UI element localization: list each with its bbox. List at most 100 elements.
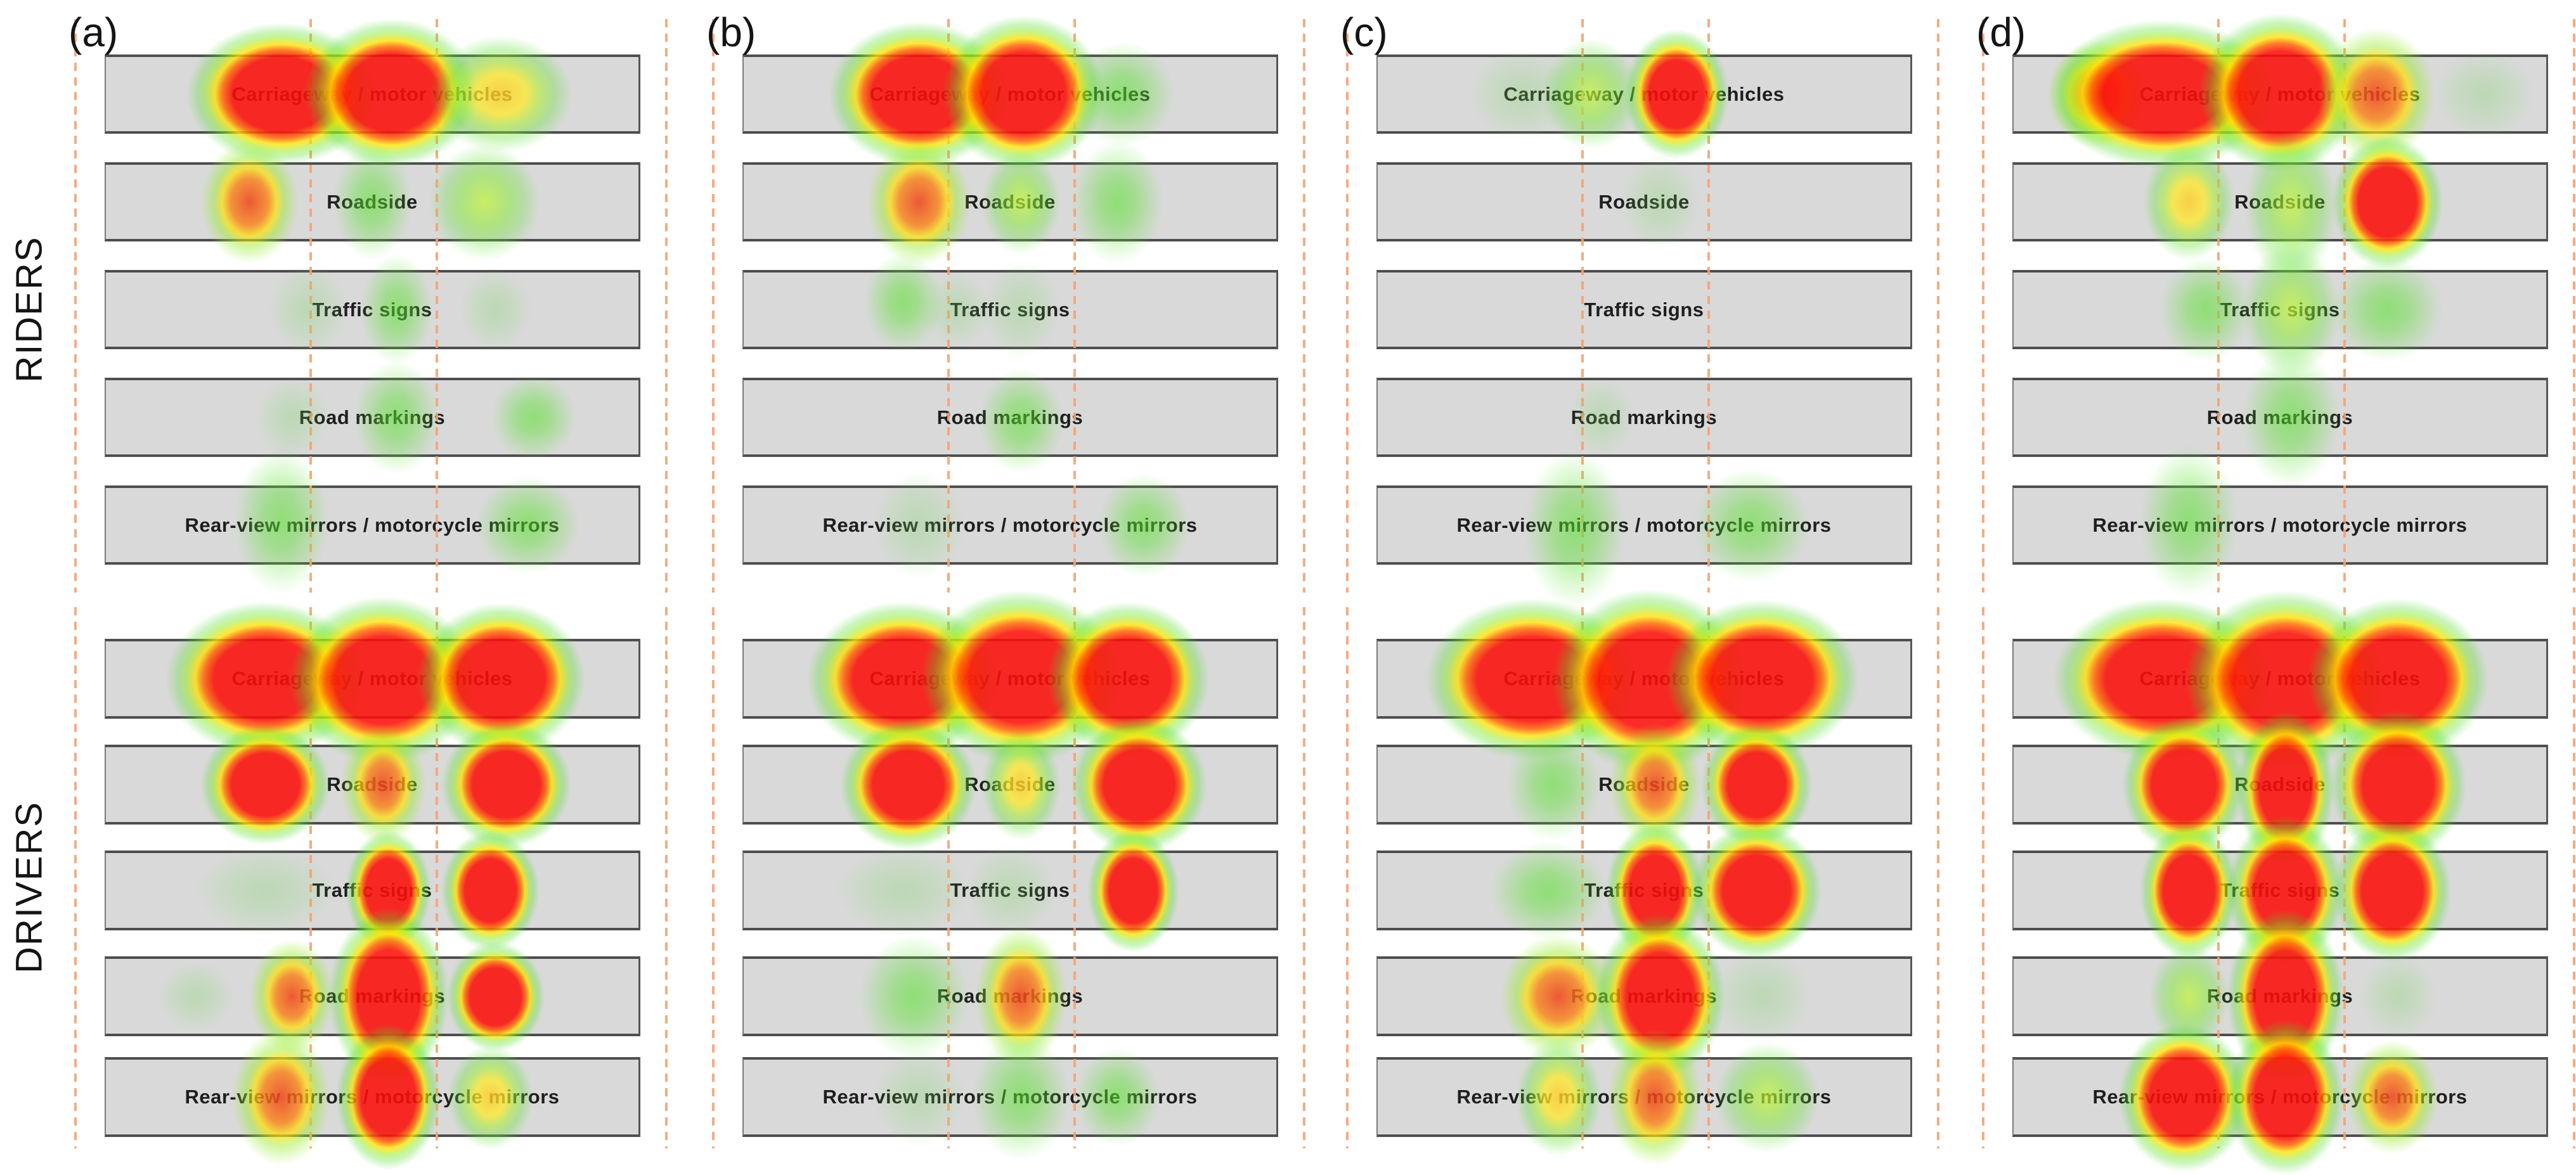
guide-line [2343,19,2346,593]
category-bar: Carriageway / motor vehicles [2012,55,2548,134]
guide-line [1073,607,1076,1148]
category-bar: Road markings [742,956,1278,1036]
category-label: Carriageway / motor vehicles [1503,667,1785,690]
category-label: Traffic signs [1584,879,1704,901]
guide-line [309,19,313,593]
category-bar: Carriageway / motor vehicles [1376,639,1912,719]
guide-line [947,607,950,1148]
category-bar: Road markings [2012,956,2548,1036]
category-bar: Road markings [1376,378,1912,457]
panel-letter-c: (c) [1340,10,1388,55]
guide-line [664,19,668,593]
category-label: Carriageway / motor vehicles [2139,667,2421,690]
category-label: Carriageway / motor vehicles [231,82,513,105]
category-bar: Roadside [105,745,640,825]
category-bar: Rear-view mirrors / motorcycle mirrors [1376,485,1912,565]
category-label: Traffic signs [312,298,432,321]
category-label: Roadside [2234,773,2326,795]
guide-line [2572,19,2575,593]
category-label: Traffic signs [950,298,1070,321]
category-bar: Road markings [105,378,640,457]
guide-line [2217,607,2220,1148]
guide-line [74,19,77,593]
category-label: Carriageway / motor vehicles [869,82,1151,105]
category-bar: Rear-view mirrors / motorcycle mirrors [105,485,640,565]
category-label: Traffic signs [1584,298,1704,321]
category-bar: Carriageway / motor vehicles [742,639,1278,719]
guide-line [1302,607,1305,1148]
category-label: Roadside [1598,190,1690,213]
category-bar: Rear-view mirrors / motorcycle mirrors [742,485,1278,565]
guide-line [1581,607,1584,1148]
guide-line [309,607,313,1148]
category-label: Road markings [936,985,1084,1007]
category-label: Carriageway / motor vehicles [2139,82,2421,105]
category-bar: Traffic signs [742,851,1278,930]
guide-line [1345,19,1349,593]
category-label: Rear-view mirrors / motorcycle mirrors [2092,1086,2468,1108]
guide-line [2343,607,2346,1148]
guide-line [1981,607,1984,1148]
guide-line [435,607,438,1148]
category-label: Carriageway / motor vehicles [1503,82,1785,105]
category-bar: Rear-view mirrors / motorcycle mirrors [105,1057,640,1137]
category-bar: Roadside [1376,162,1912,241]
row-label-riders: RIDERS [8,236,50,383]
category-bar: Traffic signs [1376,851,1912,930]
panel-letter-b: (b) [706,10,756,55]
guide-line [1581,19,1584,593]
category-label: Rear-view mirrors / motorcycle mirrors [1456,1086,1832,1108]
category-bar: Traffic signs [105,851,640,930]
category-bar: Road markings [105,956,640,1036]
guide-line [1073,19,1076,593]
category-label: Road markings [299,406,446,428]
category-bar: Traffic signs [742,270,1278,349]
category-bar: Rear-view mirrors / motorcycle mirrors [2012,485,2548,565]
guide-line [1936,19,1939,593]
category-bar: Carriageway / motor vehicles [105,639,640,719]
category-bar: Carriageway / motor vehicles [105,55,640,134]
guide-line [947,19,950,593]
category-label: Roadside [964,773,1056,795]
category-label: Roadside [2234,190,2326,213]
guide-line [435,19,438,593]
category-label: Road markings [2206,985,2353,1007]
category-label: Roadside [327,190,418,213]
guide-line [1981,19,1984,593]
category-label: Road markings [2206,406,2353,428]
category-label: Traffic signs [950,879,1070,901]
guide-line [1936,607,1939,1148]
guide-line [2572,607,2575,1148]
category-label: Traffic signs [2220,879,2340,901]
category-label: Road markings [1570,406,1718,428]
category-bar: Carriageway / motor vehicles [1376,55,1912,134]
guide-line [711,607,715,1148]
category-label: Carriageway / motor vehicles [231,667,513,690]
category-bar: Roadside [2012,745,2548,825]
category-label: Traffic signs [2220,298,2340,321]
category-label: Road markings [299,985,446,1007]
category-label: Rear-view mirrors / motorcycle mirrors [184,1086,560,1108]
category-bar: Roadside [2012,162,2548,241]
category-label: Roadside [327,773,418,795]
category-bar: Roadside [742,745,1278,825]
category-label: Road markings [936,406,1084,428]
category-bar: Roadside [1376,745,1912,825]
category-label: Road markings [1570,985,1718,1007]
category-label: Traffic signs [312,879,432,901]
category-bar: Roadside [105,162,640,241]
category-label: Rear-view mirrors / motorcycle mirrors [822,1086,1198,1108]
category-label: Carriageway / motor vehicles [869,667,1151,690]
category-label: Roadside [1598,773,1690,795]
category-bar: Roadside [742,162,1278,241]
category-bar: Rear-view mirrors / motorcycle mirrors [1376,1057,1912,1137]
category-bar: Traffic signs [2012,270,2548,349]
category-bar: Traffic signs [2012,851,2548,930]
row-label-drivers: DRIVERS [8,801,50,973]
category-bar: Road markings [742,378,1278,457]
category-bar: Carriageway / motor vehicles [2012,639,2548,719]
category-label: Rear-view mirrors / motorcycle mirrors [184,513,560,536]
category-bar: Rear-view mirrors / motorcycle mirrors [2012,1057,2548,1137]
panel-letter-a: (a) [68,10,119,55]
